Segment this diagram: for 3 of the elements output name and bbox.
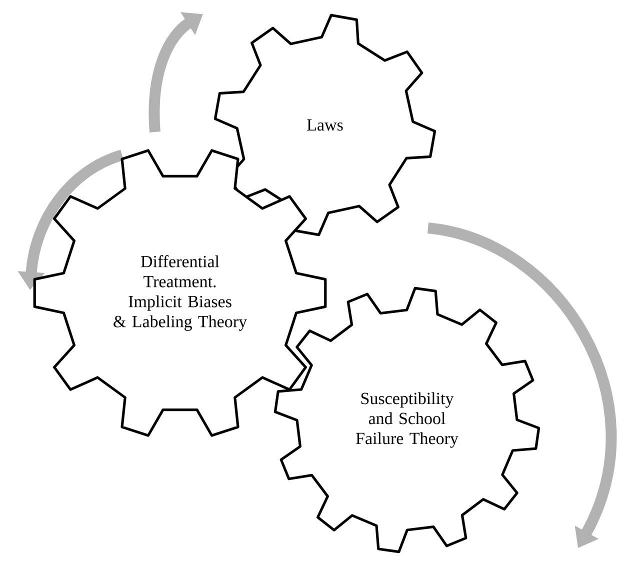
gear: Laws [214, 14, 436, 236]
gear: Differential Treatment. Implicit Biases & Labeling Theory [33, 149, 327, 437]
gear: Susceptibility and School Failure Theory [274, 286, 540, 554]
